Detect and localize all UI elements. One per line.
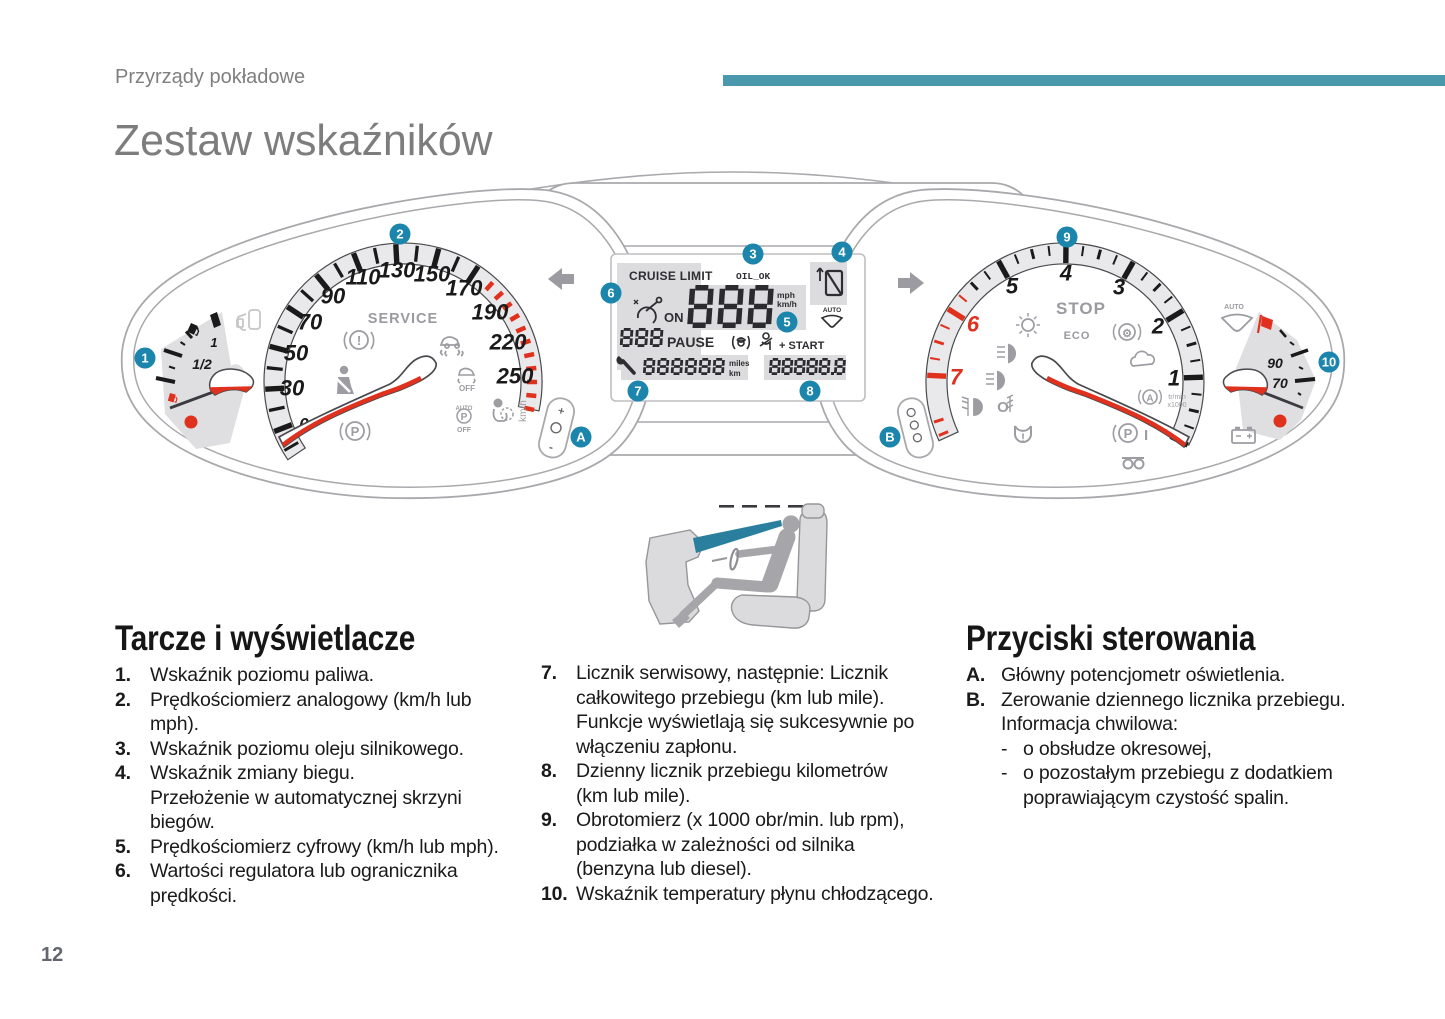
svg-text:30: 30 bbox=[280, 376, 305, 401]
svg-text:mph: mph bbox=[777, 290, 795, 300]
svg-text:220: 220 bbox=[489, 330, 527, 355]
svg-text:P: P bbox=[1124, 426, 1133, 441]
svg-text:PAUSE: PAUSE bbox=[667, 334, 714, 350]
svg-text:A: A bbox=[1146, 394, 1153, 405]
svg-text:9: 9 bbox=[1063, 230, 1070, 245]
svg-text:I: I bbox=[1144, 427, 1148, 444]
svg-text:tr/min: tr/min bbox=[1168, 394, 1186, 401]
svg-text:170: 170 bbox=[446, 276, 483, 301]
svg-text:6: 6 bbox=[967, 312, 980, 337]
svg-text:+: + bbox=[557, 405, 566, 418]
svg-text:P: P bbox=[351, 424, 360, 439]
svg-text:1: 1 bbox=[210, 335, 217, 350]
svg-text:90: 90 bbox=[1267, 355, 1283, 371]
svg-text:1: 1 bbox=[1168, 366, 1180, 391]
svg-text:miles: miles bbox=[729, 359, 750, 368]
svg-text:10: 10 bbox=[1322, 355, 1336, 370]
svg-text:km/h: km/h bbox=[777, 299, 797, 309]
svg-text:1/2: 1/2 bbox=[192, 356, 212, 372]
svg-text:70: 70 bbox=[298, 310, 323, 335]
svg-text:4: 4 bbox=[838, 245, 846, 260]
svg-text:!: ! bbox=[1021, 431, 1025, 445]
svg-text:50: 50 bbox=[284, 341, 309, 366]
svg-text:150: 150 bbox=[414, 262, 451, 287]
svg-text:130: 130 bbox=[379, 258, 416, 283]
svg-text:!: ! bbox=[357, 333, 361, 348]
svg-text:4: 4 bbox=[1059, 261, 1072, 286]
svg-text:STOP: STOP bbox=[1056, 299, 1106, 318]
svg-text:7: 7 bbox=[634, 384, 641, 399]
svg-text:P: P bbox=[461, 412, 468, 423]
svg-text:2: 2 bbox=[1151, 314, 1165, 339]
svg-text:3: 3 bbox=[1113, 275, 1125, 300]
svg-text:B: B bbox=[885, 430, 894, 445]
svg-text:OIL_OK: OIL_OK bbox=[736, 271, 771, 282]
svg-text:km/h: km/h bbox=[518, 400, 529, 422]
svg-text:ON: ON bbox=[664, 310, 684, 325]
svg-text:250: 250 bbox=[496, 364, 534, 389]
svg-text:O: O bbox=[997, 399, 1009, 416]
svg-text:5: 5 bbox=[1006, 274, 1019, 299]
svg-text:1: 1 bbox=[141, 351, 148, 366]
svg-text:A: A bbox=[576, 430, 586, 445]
svg-text:90: 90 bbox=[321, 284, 346, 309]
svg-text:CRUISE LIMIT: CRUISE LIMIT bbox=[629, 269, 713, 283]
svg-text:8: 8 bbox=[806, 384, 813, 399]
svg-text:110: 110 bbox=[345, 265, 381, 290]
svg-text:SERVICE: SERVICE bbox=[368, 311, 438, 327]
svg-text:OFF: OFF bbox=[459, 384, 475, 393]
svg-text:OFF: OFF bbox=[457, 427, 472, 434]
svg-text:⚙: ⚙ bbox=[1122, 328, 1132, 340]
svg-text:5: 5 bbox=[783, 315, 790, 330]
svg-text:3: 3 bbox=[749, 247, 756, 262]
svg-text:x1000: x1000 bbox=[1167, 402, 1186, 409]
svg-text:2: 2 bbox=[396, 227, 403, 242]
svg-text:+ START: + START bbox=[779, 340, 825, 352]
svg-text:6: 6 bbox=[607, 286, 614, 301]
svg-text:km: km bbox=[729, 369, 741, 378]
svg-text:AUTO: AUTO bbox=[823, 307, 841, 314]
svg-text:190: 190 bbox=[472, 300, 509, 325]
svg-text:-: - bbox=[548, 440, 555, 455]
svg-text:ECO: ECO bbox=[1064, 330, 1091, 342]
svg-text:70: 70 bbox=[1272, 375, 1288, 391]
svg-text:7: 7 bbox=[950, 365, 964, 390]
svg-text:AUTO: AUTO bbox=[1224, 304, 1244, 311]
